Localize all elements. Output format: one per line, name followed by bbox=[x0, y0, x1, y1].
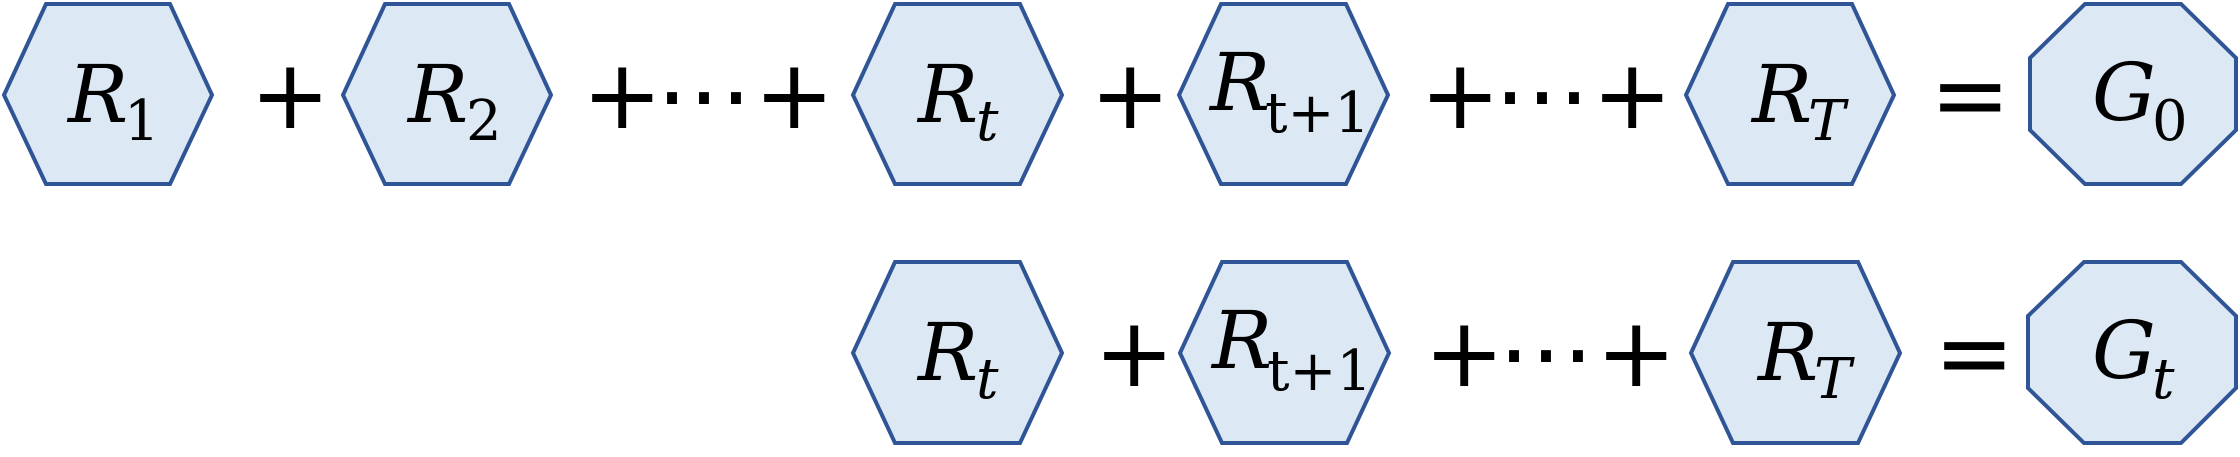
term-rt-var: R bbox=[916, 48, 978, 141]
plus-operator: + bbox=[250, 39, 330, 151]
term-rt-sub: t bbox=[976, 89, 999, 154]
row-2: R t + R t+1 + ⋯ + R T = G t bbox=[850, 260, 2238, 445]
term-r1-var: R bbox=[66, 48, 128, 141]
term-rT-hexagon: R T bbox=[1683, 2, 1897, 186]
result-g0-var: G bbox=[2092, 46, 2156, 139]
plus-operator: + bbox=[1596, 297, 1676, 409]
ellipsis: ⋯ bbox=[1494, 39, 1592, 151]
plus-operator: + bbox=[1592, 39, 1672, 151]
term-rT-sub: T bbox=[1814, 347, 1855, 412]
term-rT-sub: T bbox=[1808, 89, 1849, 154]
plus-operator: + bbox=[1094, 297, 1174, 409]
term-rt1-var: R bbox=[1210, 294, 1272, 387]
result-gt-var: G bbox=[2092, 304, 2156, 397]
term-rt1-sub: t+1 bbox=[1267, 339, 1372, 404]
term-r2-sub: 2 bbox=[466, 89, 502, 154]
term-rt-hexagon: R t bbox=[850, 260, 1065, 445]
term-rt1-var: R bbox=[1208, 36, 1270, 129]
plus-operator: + bbox=[1424, 297, 1504, 409]
plus-operator: + bbox=[754, 39, 834, 151]
ellipsis: ⋯ bbox=[656, 39, 754, 151]
term-rT-var: R bbox=[1756, 306, 1818, 399]
term-rt-var: R bbox=[916, 306, 978, 399]
term-r1-hexagon: R 1 bbox=[1, 2, 215, 186]
result-gt-sub: t bbox=[2152, 347, 2175, 412]
term-r2-var: R bbox=[406, 48, 468, 141]
term-r1-sub: 1 bbox=[124, 89, 160, 154]
plus-operator: + bbox=[582, 39, 662, 151]
result-g0-sub: 0 bbox=[2152, 89, 2188, 154]
term-rt-sub: t bbox=[976, 347, 999, 412]
result-gt-octagon: G t bbox=[2026, 260, 2238, 445]
term-rt1-hexagon: R t+1 bbox=[1177, 260, 1392, 445]
result-g0-octagon: G 0 bbox=[2028, 1, 2238, 186]
row-1: R 1 + R 2 + ⋯ + R t + R t+1 + ⋯ + bbox=[1, 1, 2238, 186]
plus-operator: + bbox=[1420, 39, 1500, 151]
plus-operator: + bbox=[1090, 39, 1170, 151]
term-rT-hexagon: R T bbox=[1688, 260, 1903, 445]
term-rt1-hexagon: R t+1 bbox=[1176, 2, 1391, 186]
equals-operator: = bbox=[1934, 297, 2014, 409]
term-r2-hexagon: R 2 bbox=[340, 2, 554, 186]
term-rT-var: R bbox=[1750, 48, 1812, 141]
ellipsis: ⋯ bbox=[1498, 297, 1596, 409]
equals-operator: = bbox=[1930, 39, 2010, 151]
term-rt1-sub: t+1 bbox=[1265, 81, 1370, 146]
term-rt-hexagon: R t bbox=[850, 2, 1065, 186]
